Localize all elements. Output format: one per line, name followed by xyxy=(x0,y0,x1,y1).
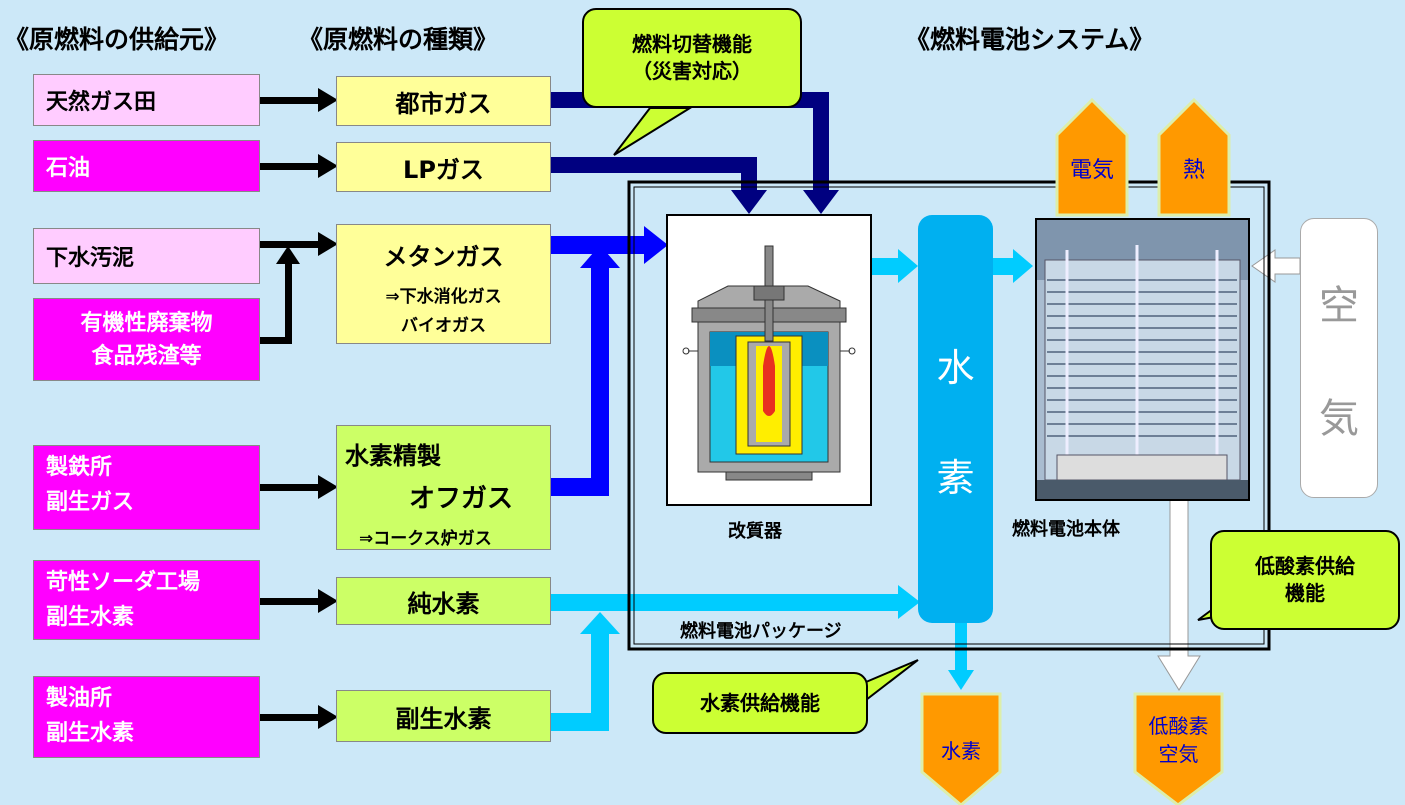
callout-text: 燃料切替機能 （災害対応） xyxy=(632,32,752,83)
callout-low-o2-supply: 低酸素供給 機能 xyxy=(1210,530,1400,630)
source-steelworks: 製鉄所 副生ガス xyxy=(33,445,260,530)
callout-text: 低酸素供給 機能 xyxy=(1255,554,1355,605)
output-low-o2-line: 空気 xyxy=(1158,742,1199,766)
source-label: 苛性ソーダ工場 副生水素 xyxy=(46,570,201,631)
callout-tail-switching xyxy=(613,107,694,156)
blue-arrows xyxy=(551,226,668,496)
source-natural-gas-field: 天然ガス田 xyxy=(33,74,260,126)
package-frame xyxy=(627,180,1271,651)
source-label: 石油 xyxy=(46,156,91,181)
hydrogen-col-char: 素 xyxy=(936,455,975,500)
source-caustic-soda: 苛性ソーダ工場 副生水素 xyxy=(33,560,260,640)
source-oil: 石油 xyxy=(33,140,260,192)
callout-tail-h2 xyxy=(865,659,919,703)
stack-label: 燃料電池本体 xyxy=(1012,519,1120,540)
callout-h2-supply: 水素供給機能 xyxy=(652,672,868,734)
source-label: 有機性廃棄物 食品残渣等 xyxy=(80,310,213,369)
header-supply-source: 《原燃料の供給元》 xyxy=(4,25,230,54)
fuel-lp-gas: LPガス xyxy=(336,142,551,192)
reformer-drawing xyxy=(682,245,856,481)
source-label: 天然ガス田 xyxy=(46,90,157,115)
fuel-cell-stack-image xyxy=(1035,218,1250,501)
stack-drawing xyxy=(1037,220,1248,499)
source-arrows xyxy=(260,88,338,729)
fuel-byproduct-h2: 副生水素 xyxy=(336,690,551,742)
fuel-label: メタンガス xyxy=(383,243,504,271)
source-organic-waste: 有機性廃棄物 食品残渣等 xyxy=(33,298,260,381)
source-label: 製油所 副生水素 xyxy=(46,686,135,747)
output-electricity: 電気 xyxy=(1069,158,1114,183)
output-shapes xyxy=(920,97,1231,805)
reformer-label: 改質器 xyxy=(728,521,782,542)
source-refinery: 製油所 副生水素 xyxy=(33,676,260,758)
header-fc-system: 《燃料電池システム》 xyxy=(905,25,1155,54)
output-low-o2-line: 低酸素 xyxy=(1148,714,1209,738)
package-frame-inner xyxy=(633,186,1265,645)
fuel-city-gas: 都市ガス xyxy=(336,76,551,126)
source-sewage-sludge: 下水汚泥 xyxy=(33,228,260,284)
fuel-sublabel: ⇒コークス炉ガス xyxy=(359,529,492,549)
fuel-sublabel: バイオガス xyxy=(401,316,486,336)
air-char: 空 xyxy=(1319,282,1359,329)
fuel-label: 都市ガス xyxy=(395,89,492,118)
source-label: 製鉄所 副生ガス xyxy=(46,455,135,516)
fuel-methane: メタンガス ⇒下水消化ガス バイオガス xyxy=(336,224,551,344)
reformer-image xyxy=(666,214,872,506)
output-low-o2-air: 低酸素 空気 xyxy=(1135,712,1222,768)
air-char: 気 xyxy=(1319,395,1359,442)
fuel-label: 水素精製 xyxy=(345,442,441,470)
air-input: 空 気 xyxy=(1300,218,1378,498)
header-fuel-type: 《原燃料の種類》 xyxy=(298,25,499,54)
callout-fuel-switching: 燃料切替機能 （災害対応） xyxy=(582,8,802,108)
source-label: 下水汚泥 xyxy=(46,246,135,271)
fuel-label: LPガス xyxy=(403,155,484,184)
fuel-label: 純水素 xyxy=(407,589,480,618)
output-heat: 熱 xyxy=(1182,158,1205,183)
light-blue-arrows xyxy=(551,249,1033,731)
hydrogen-column: 水 素 xyxy=(918,215,993,623)
hydrogen-col-char: 水 xyxy=(936,345,975,390)
callout-text: 水素供給機能 xyxy=(700,690,820,715)
fuel-offgas: 水素精製 オフガス ⇒コークス炉ガス xyxy=(336,425,551,550)
fuel-label: 副生水素 xyxy=(395,704,492,733)
fuel-label: オフガス xyxy=(409,484,514,514)
fuel-pure-h2: 純水素 xyxy=(336,577,551,625)
fuel-sublabel: ⇒下水消化ガス xyxy=(385,287,502,307)
output-hydrogen: 水素 xyxy=(941,739,981,763)
package-label: 燃料電池パッケージ xyxy=(680,621,842,642)
navy-arrows xyxy=(551,92,839,214)
